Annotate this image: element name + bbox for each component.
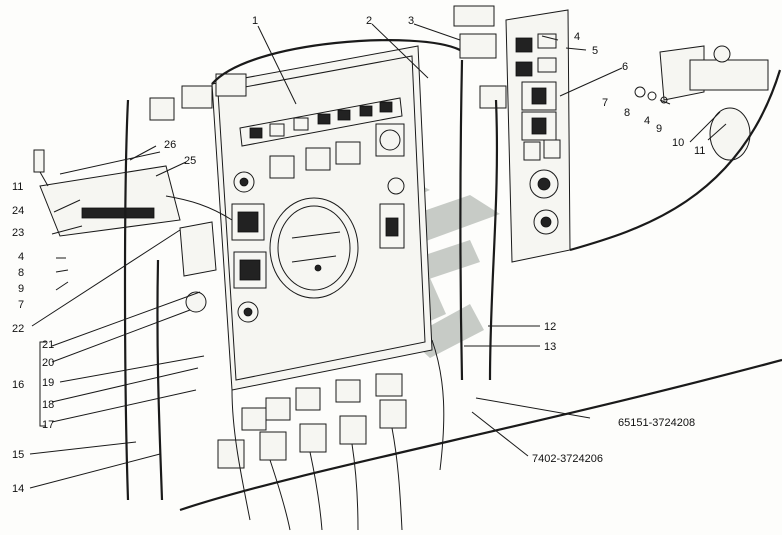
fuse-block	[179, 221, 217, 313]
callout-labels: 1 2 3 4 5 6 7 8 4 9 10 11 26 25 11 24 23…	[12, 15, 705, 495]
harness-wires	[123, 39, 782, 531]
callout-4-top: 4	[574, 31, 580, 43]
callout-1: 1	[252, 15, 258, 27]
callout-9-right: 9	[656, 123, 662, 135]
callout-22: 22	[12, 323, 24, 335]
callout-13: 13	[544, 341, 556, 353]
bottom-connectors	[217, 373, 407, 469]
callout-2: 2	[366, 15, 372, 27]
top-connectors	[149, 5, 507, 121]
callout-15: 15	[12, 449, 24, 461]
callout-6: 6	[622, 61, 628, 73]
relay-assembly	[634, 45, 769, 161]
callout-16: 16	[12, 379, 24, 391]
callout-25: 25	[184, 155, 196, 167]
callout-8-left: 8	[18, 267, 24, 279]
callout-4-left: 4	[18, 251, 24, 263]
callout-17: 17	[42, 419, 54, 431]
callout-7-right: 7	[602, 97, 608, 109]
callout-14: 14	[12, 483, 24, 495]
callout-19: 19	[42, 377, 54, 389]
main-instrument-panel	[211, 45, 433, 391]
callout-4-right: 4	[644, 115, 650, 127]
callout-26: 26	[164, 139, 176, 151]
leader-lines	[29, 23, 727, 489]
right-switch-panel	[505, 9, 571, 263]
callout-12: 12	[544, 321, 556, 333]
callout-11-left: 11	[12, 181, 23, 193]
harness-code-7402: 7402-3724206	[532, 453, 603, 465]
callout-5: 5	[592, 45, 598, 57]
callout-21: 21	[42, 339, 54, 351]
callout-8-right: 8	[624, 107, 630, 119]
callout-20: 20	[42, 357, 54, 369]
callout-18: 18	[42, 399, 54, 411]
harness-code-65151: 65151-3724208	[618, 417, 695, 429]
callout-24: 24	[12, 205, 24, 217]
callout-11-right: 11	[694, 145, 705, 157]
callout-3: 3	[408, 15, 414, 27]
callout-7-left: 7	[18, 299, 24, 311]
left-bracket	[33, 149, 181, 237]
callout-10: 10	[672, 137, 684, 149]
callout-23: 23	[12, 227, 24, 239]
callout-9-left: 9	[18, 283, 24, 295]
